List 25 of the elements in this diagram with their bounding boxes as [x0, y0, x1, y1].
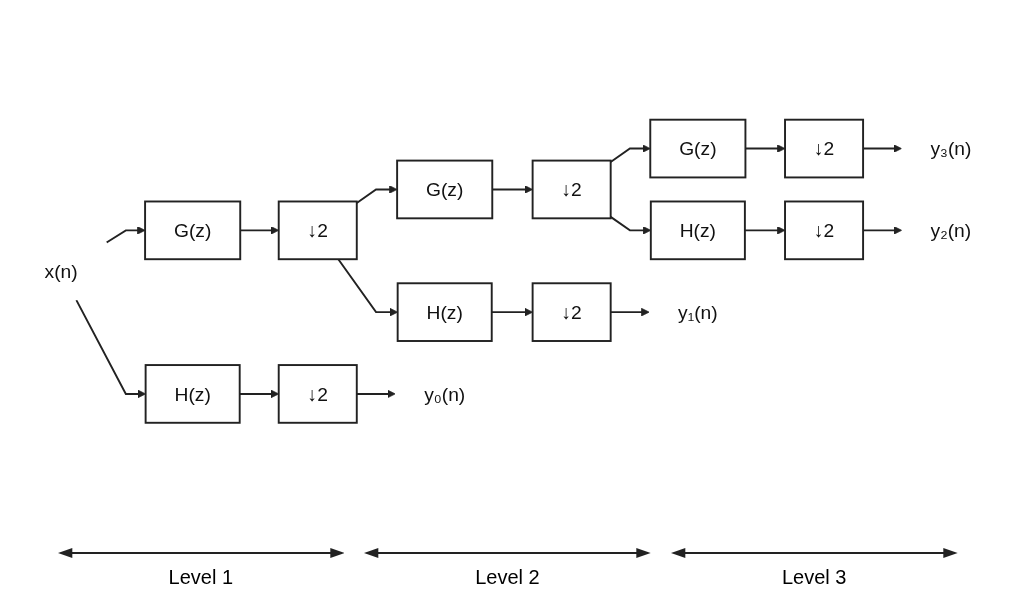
node-box: G(z): [395, 159, 493, 220]
arrow: [336, 258, 398, 317]
node-box: H(z): [649, 200, 746, 260]
node-box: G(z): [648, 118, 746, 179]
node-text: y₁(n): [677, 301, 718, 323]
node-text: x(n): [44, 260, 78, 282]
node-box: H(z): [144, 363, 241, 424]
node-box: H(z): [396, 282, 493, 342]
arrow: [609, 215, 651, 235]
arrow: [74, 298, 146, 398]
level-label: Level 2: [475, 566, 540, 589]
node-text: y₀(n): [423, 383, 465, 405]
arrow: [355, 184, 397, 204]
node-text: y₃(n): [929, 137, 971, 159]
node-box: ↓2: [531, 159, 612, 220]
node-box: ↓2: [783, 118, 864, 179]
node-box: ↓2: [277, 200, 358, 260]
node-box: ↓2: [531, 282, 612, 342]
level-label: Level 3: [781, 566, 847, 589]
arrow: [105, 225, 145, 244]
node-text: y₂(n): [930, 219, 971, 241]
node-box: ↓2: [277, 363, 358, 424]
node-box: G(z): [143, 200, 241, 260]
level-label: Level 1: [168, 566, 234, 589]
node-box: ↓2: [783, 200, 864, 260]
